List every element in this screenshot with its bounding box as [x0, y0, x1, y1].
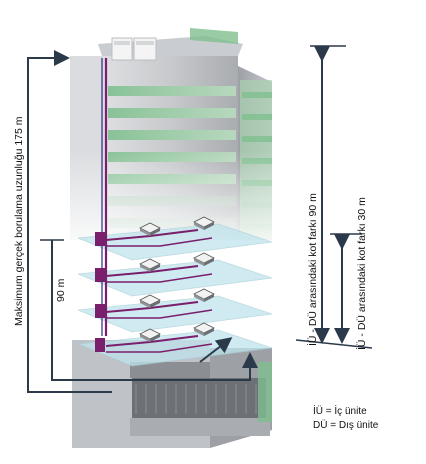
- legend-iu: İÜ = İç ünite: [313, 406, 367, 417]
- legend: İÜ = İç ünite DÜ = Dış ünite: [313, 405, 378, 433]
- ceiling-cassette-icon: [139, 328, 161, 342]
- ceiling-cassette-icon: [139, 222, 161, 236]
- outdoor-condenser-icon: [133, 37, 157, 61]
- branch-pipe: [106, 309, 213, 319]
- side-window-band: [242, 136, 272, 142]
- refnet-joint-icon: [95, 338, 105, 352]
- indoor-units: [139, 216, 215, 342]
- ceiling-cassette-icon: [193, 288, 215, 302]
- window-band: [108, 108, 236, 118]
- vertical-90m-label: 90 m: [55, 278, 67, 302]
- ceiling-cassette-icon: [193, 322, 215, 336]
- podium-window: [132, 378, 266, 418]
- ceiling-cassette-icon: [193, 216, 215, 230]
- refnet-joint-icon: [95, 304, 105, 318]
- refnet-joint-icon: [95, 268, 105, 282]
- dimension-arrows: [27, 45, 373, 393]
- branch-pipe: [106, 273, 213, 283]
- side-window-band: [242, 92, 272, 98]
- iu-du-90m-label: İÜ - DÜ arasındaki kot farkı 90 m: [306, 193, 319, 346]
- iu-du-30m-label: İÜ - DÜ arasındaki kot farkı 30 m: [355, 197, 368, 350]
- outdoor-unit-group: [111, 37, 157, 61]
- podium: [72, 340, 272, 448]
- floor-plate: [77, 295, 273, 333]
- side-window-band: [242, 114, 272, 120]
- vertical-90m-path-arrow: [51, 240, 258, 381]
- ceiling-cassette-icon: [139, 294, 161, 308]
- ceiling-cassette-icon: [139, 258, 161, 272]
- outdoor-condenser-icon: [111, 37, 133, 61]
- inlet-arrow: [199, 337, 233, 363]
- floor-plate: [77, 259, 273, 297]
- branch-pipe: [106, 237, 213, 247]
- ceiling-cassette-icon: [193, 252, 215, 266]
- window-band: [108, 86, 236, 96]
- max-piping-path-arrow: [27, 50, 112, 393]
- branch-pipe: [106, 343, 213, 353]
- refnet-joint-icon: [95, 232, 105, 246]
- window-band: [108, 130, 236, 140]
- tower-fade: [70, 150, 272, 240]
- podium-window-lower: [130, 418, 270, 436]
- elevation-90m-bottom-tick: [295, 339, 373, 349]
- roof-railing: [190, 28, 238, 44]
- podium-grille: [135, 384, 257, 414]
- max-piping-label: Maksimum gerçek borulama uzunluğu 175 m: [13, 116, 25, 326]
- floor-plate: [77, 223, 273, 261]
- podium-green-strip: [258, 362, 272, 422]
- legend-du: DÜ = Dış ünite: [313, 420, 379, 431]
